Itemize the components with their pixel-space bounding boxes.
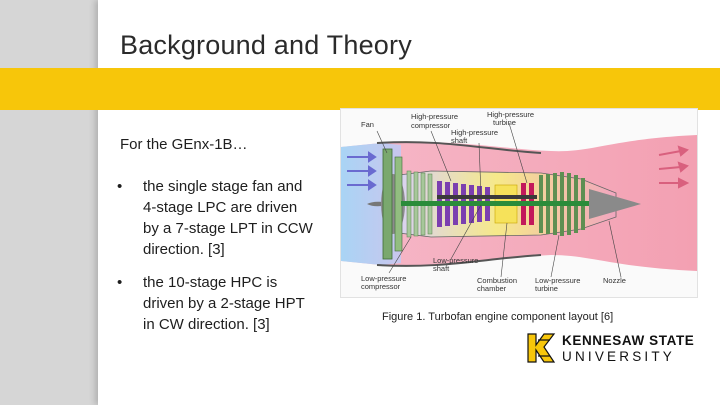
engine-diagram: Fan High-pressure compressor High-pressu… xyxy=(341,110,697,293)
gold-accent-band xyxy=(0,68,720,110)
ksu-logo-icon xyxy=(527,333,556,363)
figure-caption: Figure 1. Turbofan engine component layo… xyxy=(382,311,614,323)
high-pressure-shaft xyxy=(437,195,537,199)
nacelle-lower xyxy=(376,254,542,267)
label-nozzle: Nozzle xyxy=(603,276,626,285)
kennesaw-state-logo: KENNESAW STATE UNIVERSITY xyxy=(524,330,694,366)
bullet-text: the 10-stage HPC is driven by a 2-stage … xyxy=(143,274,305,333)
label-lpt-line2: turbine xyxy=(535,284,558,293)
label-lpt-line1: Low-pressure xyxy=(535,276,580,285)
logo-line1: KENNESAW STATE xyxy=(562,333,695,348)
intro-text: For the GEnx-1B… xyxy=(120,136,248,153)
bullet-dot: • xyxy=(117,274,123,291)
label-hps-line2: shaft xyxy=(451,136,468,145)
low-pressure-shaft xyxy=(401,201,596,206)
label-hpc-line1: High-pressure xyxy=(411,112,458,121)
bullet-list: • the single stage fan and 4-stage LPC a… xyxy=(117,176,317,347)
exhaust-arrows xyxy=(658,145,690,189)
label-lps-line1: Low-pressure xyxy=(433,256,478,265)
label-hpc-line2: compressor xyxy=(411,121,451,130)
bullet-item: • the single stage fan and 4-stage LPC a… xyxy=(117,176,317,260)
turbofan-engine-figure: Fan High-pressure compressor High-pressu… xyxy=(340,108,698,298)
label-hpt-line2: turbine xyxy=(493,118,516,127)
label-cc-line1: Combustion xyxy=(477,276,517,285)
label-cc-line2: chamber xyxy=(477,284,507,293)
label-fan: Fan xyxy=(361,120,374,129)
nacelle-upper xyxy=(376,141,542,154)
label-lpc-line2: compressor xyxy=(361,282,401,291)
inlet-arrows xyxy=(347,151,377,191)
left-sidebar-bar xyxy=(0,0,98,405)
exhaust-cone xyxy=(589,189,641,219)
bullet-text: the single stage fan and 4-stage LPC are… xyxy=(143,178,313,258)
bullet-dot: • xyxy=(117,178,123,195)
bullet-item: • the 10-stage HPC is driven by a 2-stag… xyxy=(117,272,317,335)
slide-title: Background and Theory xyxy=(120,30,412,60)
label-hps-line1: High-pressure xyxy=(451,128,498,137)
logo-line2: UNIVERSITY xyxy=(562,349,676,364)
label-leaders xyxy=(376,122,622,278)
label-hpt-line1: High-pressure xyxy=(487,110,534,119)
label-lps-line2: shaft xyxy=(433,264,450,273)
label-lpc-line1: Low-pressure xyxy=(361,274,406,283)
